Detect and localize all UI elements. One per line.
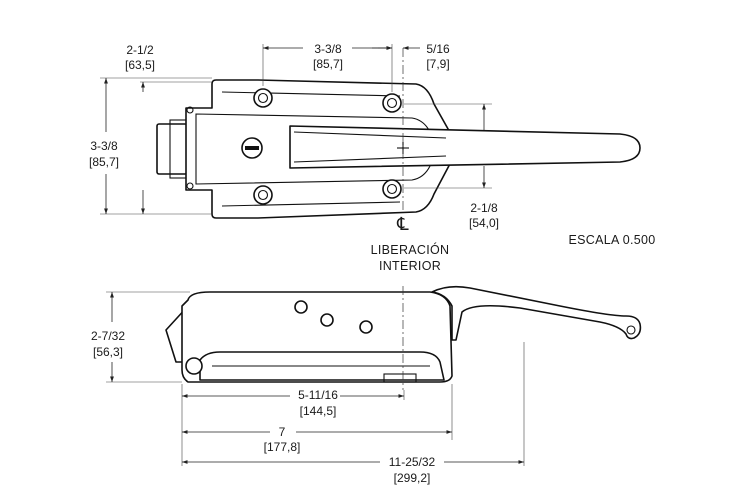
dim-side-height-fraction: 2-7/32 (91, 329, 125, 343)
lock-cylinder-icon (241, 137, 263, 159)
dim-centerline-offset-fraction: 5/16 (426, 42, 450, 56)
side-view-dimensions: 2-7/32 [56,3] 5-11/16 [144,5] 7 [177,8] … (91, 291, 525, 485)
dim-hole-spacing-metric: [85,7] (313, 57, 343, 71)
handle-side (431, 285, 642, 341)
handle-top (289, 125, 641, 169)
dim-length-body-metric: [144,5] (300, 404, 337, 418)
mounting-hole (382, 93, 402, 113)
release-label-line1: LIBERACIÓN (371, 242, 450, 257)
top-view (156, 48, 641, 219)
side-view (165, 285, 642, 390)
centerline-symbol-icon: ℄ (396, 214, 409, 234)
dim-handle-width-metric: [54,0] (469, 216, 499, 230)
dim-length-base-metric: [177,8] (264, 440, 301, 454)
dim-length-base-fraction: 7 (279, 425, 286, 439)
dim-height-left-metric: [85,7] (89, 155, 119, 169)
top-view-dimensions: 2-1/2 [63,5] 3-3/8 [85,7] 3-3/8 [85,7] 5… (89, 42, 656, 273)
dim-overall-width-fraction: 2-1/2 (126, 43, 154, 57)
dim-length-body-fraction: 5-11/16 (298, 388, 338, 402)
dim-overall-width-metric: [63,5] (125, 58, 155, 72)
mounting-hole (253, 88, 273, 108)
strike-plate (156, 123, 188, 175)
mounting-hole (382, 179, 402, 199)
scale-label: ESCALA 0.500 (569, 233, 656, 247)
dim-centerline-offset-metric: [7,9] (426, 57, 449, 71)
dim-height-left-fraction: 3-3/8 (90, 139, 118, 153)
dim-length-overall-metric: [299,2] (394, 471, 431, 485)
dim-handle-width-fraction: 2-1/8 (470, 201, 498, 215)
dim-length-overall-fraction: 11-25/32 (389, 455, 436, 469)
mounting-hole (253, 185, 273, 205)
dim-side-height-metric: [56,3] (93, 345, 123, 359)
release-label-line2: INTERIOR (379, 259, 441, 273)
dim-hole-spacing-fraction: 3-3/8 (314, 42, 342, 56)
